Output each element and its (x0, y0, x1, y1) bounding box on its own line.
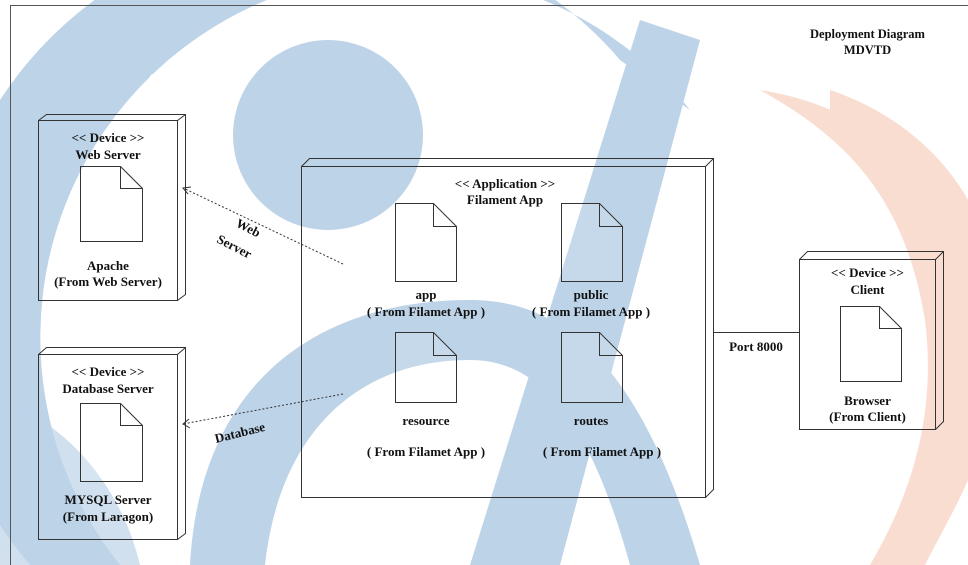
application-stereotype: << Application >> (420, 176, 590, 192)
web-server-stereotype: << Device >> (38, 130, 178, 146)
database-server-stereotype: << Device >> (38, 364, 178, 380)
app-artifact-source: ( From Filamet App ) (346, 304, 506, 320)
public-artifact-source: ( From Filamet App ) (511, 304, 671, 320)
database-server-name: Database Server (38, 381, 178, 397)
diagram-title-line1: Deployment Diagram (780, 26, 955, 42)
web-server-artifact-source: (From Web Server) (38, 274, 178, 290)
app-artifact-name: app (346, 287, 506, 303)
diagram-title-line2: MDVTD (780, 42, 955, 58)
watermark-head (233, 40, 423, 230)
diagram-title: Deployment Diagram MDVTD (780, 26, 955, 58)
resource-artifact-name: resource (346, 413, 506, 429)
port-label: Port 8000 (716, 339, 796, 355)
application-name: Filament App (420, 192, 590, 208)
database-server-artifact-name: MYSQL Server (38, 492, 178, 508)
client-stereotype: << Device >> (799, 265, 936, 281)
web-server-artifact-name: Apache (38, 258, 178, 274)
client-artifact-source: (From Client) (799, 409, 936, 425)
database-server-artifact-icon (81, 404, 143, 482)
client-artifact-name: Browser (799, 393, 936, 409)
resource-artifact-source: ( From Filamet App ) (346, 444, 506, 460)
public-artifact-name: public (511, 287, 671, 303)
web-server-name: Web Server (38, 147, 178, 163)
routes-artifact-source: ( From Filamet App ) (522, 444, 682, 460)
client-name: Client (799, 282, 936, 298)
database-server-artifact-source: (From Laragon) (38, 509, 178, 525)
web-server-artifact-icon (81, 167, 143, 242)
routes-artifact-name: routes (511, 413, 671, 429)
